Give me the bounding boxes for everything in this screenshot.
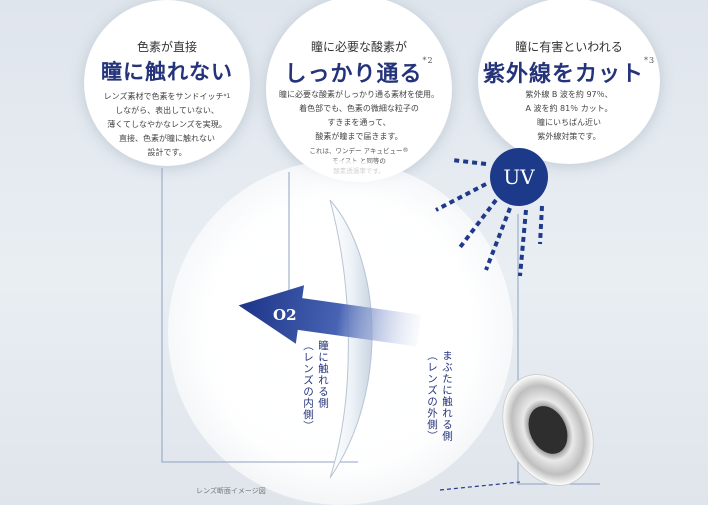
feature-bubble-no-contact: 色素が直接 瞳に触れない レンズ素材で色素をサンドイッチ*1 しながら、表出して… (84, 0, 250, 166)
uv-ray (518, 209, 528, 277)
uv-ray (435, 182, 487, 212)
contact-lens-photo (502, 374, 594, 486)
feature-bubble-uv-cut: 瞳に有害といわれる 紫外線をカット*3 紫外線 B 波を約 97％、 A 波を約… (478, 0, 660, 164)
outer-side-label: まぶたに触れる側 （レンズの外側） (426, 350, 453, 442)
bubble-subtitle: 瞳に有害といわれる (515, 40, 623, 54)
dashed-pointer (439, 481, 521, 491)
uv-ray (456, 198, 498, 252)
inner-side-label: 瞳に触れる側 （レンズの内側） (302, 340, 329, 432)
oxygen-arrow (238, 285, 422, 347)
bubble-body: 瞳に必要な酸素がしっかり通る素材を使用。 着色部でも、色素の微細な粒子の すきま… (279, 90, 439, 141)
bubble-headline: 瞳に触れない (101, 59, 233, 84)
bubble-headline: 紫外線をカット*3 (482, 56, 656, 87)
bubble-subtitle: 瞳に必要な酸素が (310, 40, 407, 54)
oxygen-label: O2 (273, 306, 297, 324)
connector-line-left (161, 168, 358, 463)
bubble-subtitle: 色素が直接 (136, 40, 197, 54)
uv-rays (435, 158, 544, 277)
diagram-caption: レンズ断面イメージ図 (196, 487, 266, 495)
uv-badge: UV (490, 148, 548, 206)
bubble-body: 紫外線 B 波を約 97％、 A 波を約 81％ カット。 瞳にいちばん近い 紫… (525, 90, 613, 141)
uv-ray (538, 205, 544, 245)
bubble-headline: しっかり通る*2 (284, 56, 434, 87)
lens-cross-section (329, 199, 373, 479)
feature-bubble-oxygen: 瞳に必要な酸素が しっかり通る*2 瞳に必要な酸素がしっかり通る素材を使用。 着… (266, 0, 452, 182)
bubble-body: レンズ素材で色素をサンドイッチ*1 しながら、表出していない、 薄くてしなやかな… (103, 92, 231, 157)
uv-ray (484, 207, 512, 271)
uv-ray (451, 158, 487, 166)
